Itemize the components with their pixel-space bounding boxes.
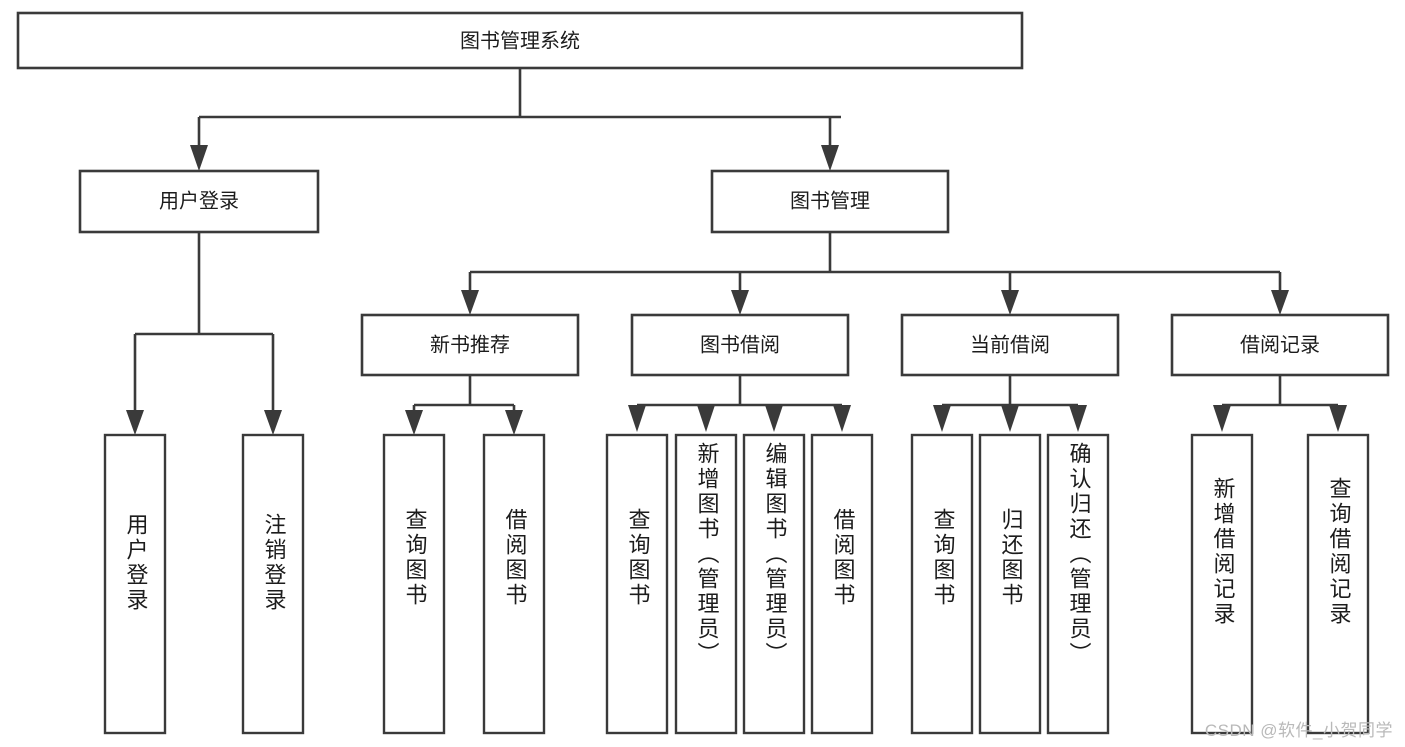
- node-book-management-box[interactable]: [710, 169, 950, 234]
- node-book-management[interactable]: 图书管理: [710, 169, 950, 234]
- arrow-borrow-to-leaf2: [697, 405, 715, 432]
- node-borrow-record[interactable]: 借阅记录: [1170, 313, 1390, 377]
- leaf-box-edit-book-admin[interactable]: [742, 433, 806, 735]
- leaf-box-user-login[interactable]: [103, 433, 167, 735]
- node-book-borrow[interactable]: 图书借阅: [630, 313, 850, 377]
- arrow-bookmgmt-to-record: [1271, 290, 1289, 315]
- node-borrow-record-label: 借阅记录: [1240, 333, 1320, 356]
- edge-group-record-children: [1213, 375, 1347, 432]
- arrow-root-to-book-mgmt: [821, 145, 839, 171]
- node-root-box[interactable]: [16, 11, 1024, 70]
- leaf-box-logout[interactable]: [241, 433, 305, 735]
- arrow-newbook-to-leaf1: [405, 410, 423, 435]
- leaf-box-add-borrow-record[interactable]: [1190, 433, 1254, 735]
- node-borrow-record-box[interactable]: [1170, 313, 1390, 377]
- node-current-borrow-box[interactable]: [900, 313, 1120, 377]
- node-current-borrow-label: 当前借阅: [970, 333, 1050, 356]
- edge-group-borrow-children: [628, 375, 851, 432]
- edge-group-current-children: [933, 375, 1087, 432]
- edge-group-userlogin-children: [126, 232, 282, 435]
- leaf-box-confirm-return-admin[interactable]: [1046, 433, 1110, 735]
- node-book-borrow-box[interactable]: [630, 313, 850, 377]
- node-root-label: 图书管理系统: [460, 29, 580, 52]
- arrow-borrow-to-leaf1: [628, 405, 646, 432]
- node-book-management-label: 图书管理: [790, 189, 870, 212]
- leaf-box-borrow-book-2[interactable]: [810, 433, 874, 735]
- arrow-record-to-leaf1: [1213, 405, 1231, 432]
- node-current-borrow[interactable]: 当前借阅: [900, 313, 1120, 377]
- node-new-book-recommend-box[interactable]: [360, 313, 580, 377]
- node-new-book-recommend[interactable]: 新书推荐: [360, 313, 580, 377]
- arrow-userlogin-to-leaf1: [126, 410, 144, 435]
- node-user-login-label: 用户登录: [159, 189, 239, 212]
- edge-group-bookmgmt-children: [461, 232, 1289, 315]
- arrow-bookmgmt-to-borrow: [731, 290, 749, 315]
- node-user-login[interactable]: 用户登录: [78, 169, 320, 234]
- leaf-box-query-borrow-record[interactable]: [1306, 433, 1370, 735]
- arrow-current-to-leaf3: [1069, 405, 1087, 432]
- edge-group-newbook-children: [405, 375, 523, 435]
- edge-group-root-to-level2: [190, 68, 841, 171]
- arrow-userlogin-to-leaf2: [264, 410, 282, 435]
- arrow-newbook-to-leaf2: [505, 410, 523, 435]
- node-book-borrow-label: 图书借阅: [700, 333, 780, 356]
- arrow-record-to-leaf2: [1329, 405, 1347, 432]
- arrow-bookmgmt-to-newbook: [461, 290, 479, 315]
- node-new-book-recommend-label: 新书推荐: [430, 333, 510, 356]
- leaf-box-query-book-2[interactable]: [605, 433, 669, 735]
- arrow-borrow-to-leaf3: [765, 405, 783, 432]
- node-root[interactable]: 图书管理系统: [16, 11, 1024, 70]
- leaf-box-return-book[interactable]: [978, 433, 1042, 735]
- arrow-current-to-leaf1: [933, 405, 951, 432]
- arrow-current-to-leaf2: [1001, 405, 1019, 432]
- leaf-box-query-book-3[interactable]: [910, 433, 974, 735]
- csdn-watermark: CSDN @软件_小贺同学: [1204, 721, 1393, 740]
- arrow-bookmgmt-to-current: [1001, 290, 1019, 315]
- leaf-box-add-book-admin[interactable]: [674, 433, 738, 735]
- leaf-box-borrow-book-1[interactable]: [482, 433, 546, 735]
- leaf-box-query-book-1[interactable]: [382, 433, 446, 735]
- arrow-root-to-user-login: [190, 145, 208, 171]
- arrow-borrow-to-leaf4: [833, 405, 851, 432]
- node-user-login-box[interactable]: [78, 169, 320, 234]
- leaf-boxes: [103, 433, 1370, 735]
